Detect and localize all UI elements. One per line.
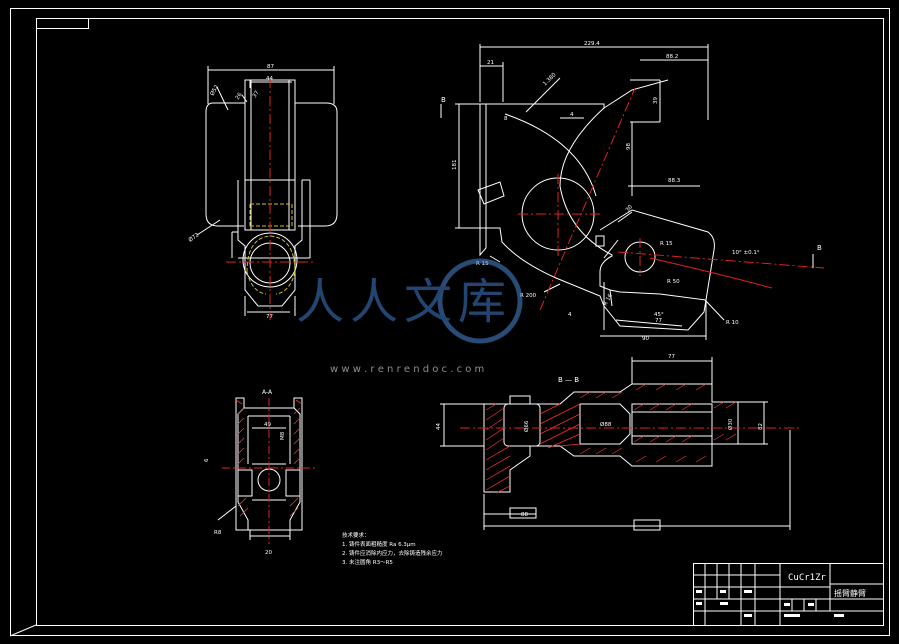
angle-arc xyxy=(649,257,773,289)
title-block xyxy=(693,563,884,626)
dim-4a: 4 xyxy=(570,112,574,118)
dim-4b: 4 xyxy=(568,312,572,318)
dim-77-main: 77 xyxy=(655,318,662,324)
dim-8: 8 xyxy=(504,116,508,122)
dim-phi66: Ø66 xyxy=(523,420,530,432)
dim-phi88: Ø88 xyxy=(600,421,612,428)
watermark-circle-icon xyxy=(437,258,523,344)
section-markers: B B xyxy=(441,96,822,252)
dim-45deg: 45° xyxy=(654,312,664,318)
side-view-hidden-lines xyxy=(246,203,296,295)
tech-notes: 技术要求： 1. 铸件表面粗糙度 Ra 6.3μm 2. 铸件应消除内应力，去除… xyxy=(342,532,443,568)
dim-88-2: 88.2 xyxy=(666,54,678,60)
section-arrows xyxy=(440,104,814,268)
dim-88-3: 88.3 xyxy=(668,178,681,184)
dim-82: 82 xyxy=(758,423,764,430)
section-mark-b-left: B xyxy=(441,96,446,104)
dim-77: 77 xyxy=(266,314,273,320)
dim-r8: R8 xyxy=(214,530,222,536)
dim-87: 87 xyxy=(267,64,274,70)
dim-r50: R 50 xyxy=(667,279,680,285)
dim-m8: M8 xyxy=(280,431,286,440)
tech-notes-title: 技术要求： xyxy=(342,533,370,539)
dim-r16: R 16 xyxy=(603,293,615,307)
dim-37: 37 xyxy=(252,90,261,100)
dim-6: 6 xyxy=(204,458,210,462)
dim-r10: R 10 xyxy=(726,320,739,326)
dim-26: 26 xyxy=(235,92,244,102)
dim-98: 98 xyxy=(626,143,632,150)
tech-note-3: 3. 未注圆角 R3～R5 xyxy=(342,560,393,566)
section-bb-view: B — B xyxy=(436,354,800,531)
side-view-centerlines xyxy=(226,78,316,320)
tech-note-1: 1. 铸件表面粗糙度 Ra 6.3μm xyxy=(342,542,416,548)
dim-181: 181 xyxy=(452,160,458,171)
watermark-url: w w w . r e n r e n d o c . c o m xyxy=(330,364,484,375)
section-bb-title: B — B xyxy=(558,376,579,384)
dim-r200: R 200 xyxy=(520,293,537,299)
tech-note-2: 2. 铸件应消除内应力，去除铸造残余应力 xyxy=(342,551,443,557)
material-label: CuCr1Zr xyxy=(788,573,827,583)
title-block-fills xyxy=(696,590,844,617)
dim-r15-b: R 15 xyxy=(476,261,489,267)
watermark: 人人文库 w w w . r e n r e n d o c . c o m xyxy=(296,258,523,375)
dim-21: 21 xyxy=(487,60,494,66)
dim-30: 30 xyxy=(625,204,634,214)
dim-phi30: Ø30 xyxy=(727,418,734,430)
main-view xyxy=(455,44,725,340)
dim-20: 20 xyxy=(265,550,272,556)
drawing-border xyxy=(9,8,890,637)
dim-r15-a: R 15 xyxy=(660,241,673,247)
dim-10deg: 10° ±0.1° xyxy=(732,250,760,256)
dim-90: 90 xyxy=(642,336,649,342)
dim-88: 88 xyxy=(521,512,528,518)
section-aa-view: A-A xyxy=(204,389,318,556)
watermark-brand: 人人文库 xyxy=(296,274,512,330)
part-name-label: 摇臂静臂 xyxy=(834,588,866,598)
dim-1-380: 1.380 xyxy=(542,72,558,88)
main-view-centerlines xyxy=(518,87,825,311)
dim-44: 44 xyxy=(266,76,273,82)
section-aa-title: A-A xyxy=(262,389,273,396)
dim-phi52: Ø52 xyxy=(209,84,221,97)
dim-phi72: Ø72 xyxy=(187,231,200,243)
section-mark-b-right: B xyxy=(817,244,822,252)
dim-77-bb: 77 xyxy=(668,354,675,360)
dim-39: 39 xyxy=(653,97,659,104)
dim-49: 49 xyxy=(264,422,271,428)
dim-229-4: 229.4 xyxy=(584,41,600,47)
dim-44-bb: 44 xyxy=(436,423,442,430)
